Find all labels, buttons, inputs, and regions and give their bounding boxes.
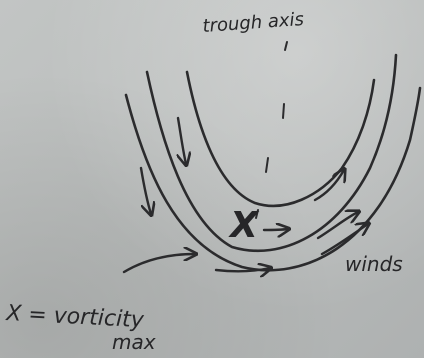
wind-arrow-left-2 [178, 118, 186, 164]
wind-arrow-left-1 [141, 168, 151, 214]
trough-axis-line [256, 42, 287, 218]
streamline-inner [187, 72, 374, 206]
vorticity-legend-line2: max [112, 330, 156, 354]
winds-label: winds [345, 252, 403, 276]
wind-arrow-near-center [264, 229, 288, 230]
wind-arrow-lower-right [322, 224, 368, 254]
vorticity-max-marker: X [228, 205, 260, 246]
vorticity-legend-line1: X = vorticity [5, 301, 146, 333]
wind-arrow-bottom-left [124, 254, 195, 272]
streamline-outer [126, 88, 420, 270]
wind-arrow-right [315, 170, 344, 200]
trough-axis-label: trough axis [202, 9, 305, 37]
